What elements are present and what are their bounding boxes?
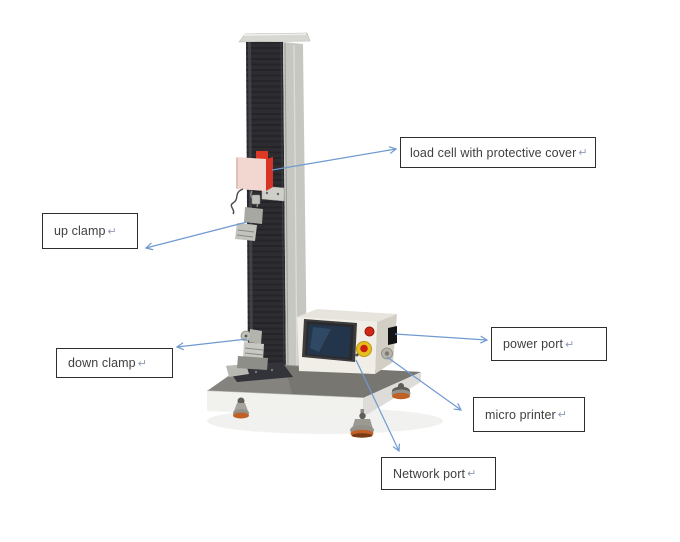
power-button (364, 326, 375, 337)
leveling-foot-front-right (350, 409, 374, 438)
floor-shadow (207, 408, 443, 434)
return-mark: ↵ (137, 357, 148, 370)
return-mark: ↵ (107, 225, 117, 238)
label-text: load cell with protective cover (410, 145, 577, 160)
lower-clamp (237, 329, 268, 370)
label-up-clamp: up clamp↵ (42, 213, 138, 249)
arrow-power-port (394, 333, 487, 340)
label-text: up clamp (54, 224, 106, 238)
label-down-clamp: down clamp↵ (56, 348, 173, 378)
label-power-port: power port↵ (491, 327, 607, 361)
return-mark: ↵ (565, 338, 575, 351)
column (238, 32, 311, 373)
load-cell-cover (236, 157, 266, 191)
label-load-cell: load cell with protective cover↵ (400, 137, 596, 168)
console-top-face (297, 309, 397, 322)
load-cell (230, 151, 285, 215)
label-micro-printer: micro printer↵ (473, 397, 585, 432)
return-mark: ↵ (467, 468, 477, 480)
sensor-cable (230, 188, 244, 215)
arrow-network-port (355, 359, 399, 451)
label-text: down clamp (68, 356, 136, 370)
network-port (355, 353, 359, 357)
label-network-port: Network port↵ (381, 457, 496, 490)
arrow-up-clamp (146, 221, 248, 248)
label-text: micro printer (485, 407, 556, 422)
leveling-foot-front-left (233, 397, 249, 419)
control-console (297, 309, 397, 374)
arrow-load-cell (271, 149, 396, 171)
load-cell-side (266, 157, 273, 191)
power-port (388, 326, 397, 345)
leveling-foot-back-right (391, 383, 411, 400)
upper-clamp (235, 194, 263, 241)
label-text: power port (503, 337, 564, 351)
arrow-down-clamp (177, 338, 248, 347)
console-right-face (375, 314, 397, 374)
label-text: Network port (393, 466, 466, 481)
arrow-micro-printer (386, 356, 461, 410)
return-mark: ↵ (578, 147, 588, 159)
testing-machine (206, 32, 443, 438)
annotation-arrows (146, 149, 487, 451)
return-mark: ↵ (557, 409, 568, 421)
